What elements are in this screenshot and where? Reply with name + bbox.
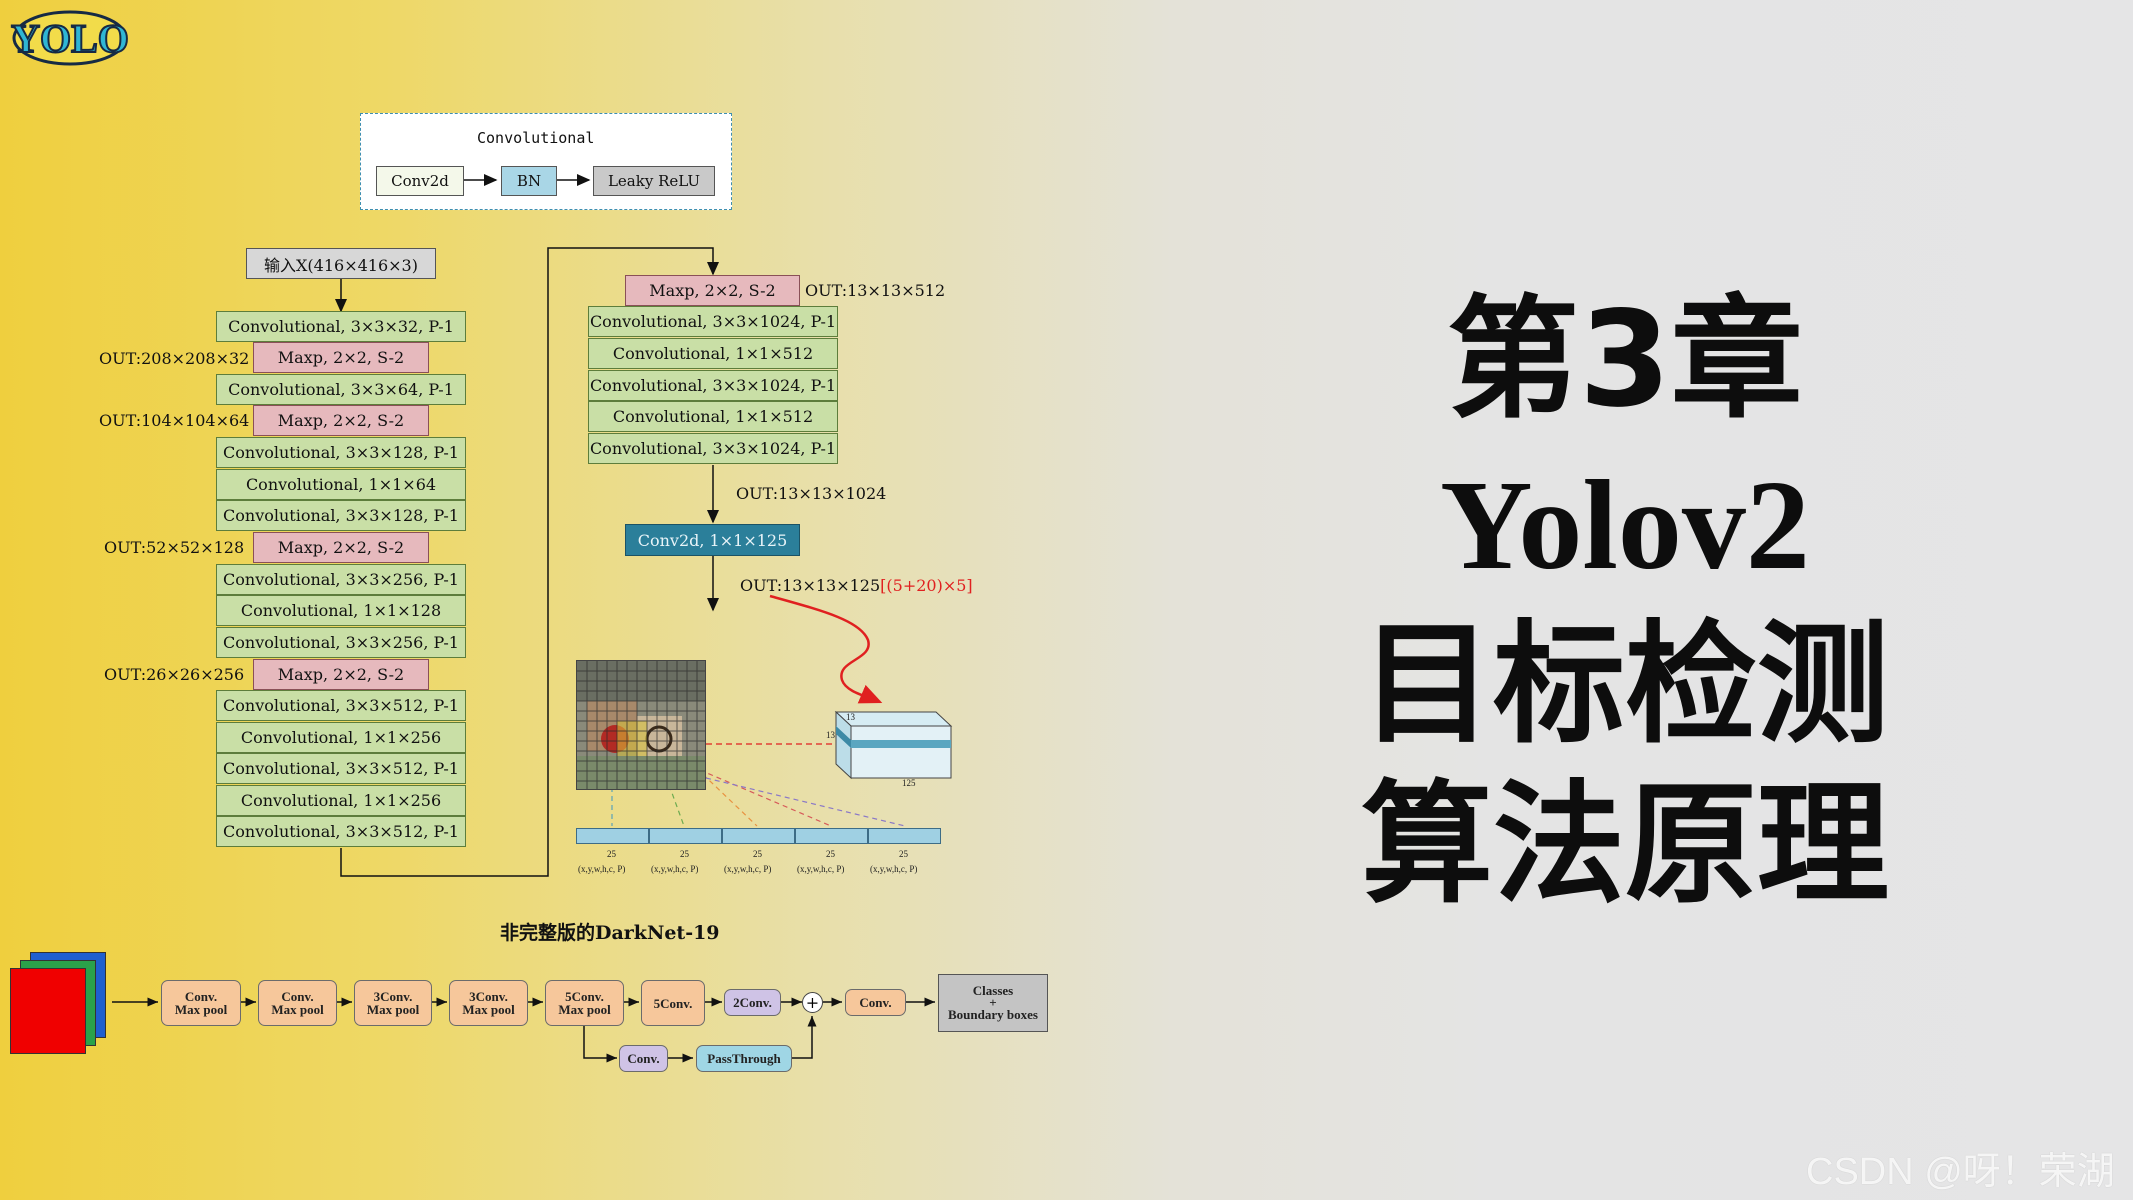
- left-layer-10: Convolutional, 1×1×128: [216, 595, 466, 626]
- title-chapter: 第3章: [1447, 283, 1803, 437]
- grid-image: [576, 660, 706, 790]
- cube-label-top: 13: [846, 712, 855, 722]
- final-out-label: OUT:13×13×125[(5+20)×5]: [740, 576, 973, 595]
- output-vector-3: [722, 828, 795, 844]
- vector-num-1: 25: [607, 849, 616, 859]
- stage-8: Conv.: [845, 989, 906, 1016]
- left-layer-7: Convolutional, 3×3×128, P-1: [216, 500, 466, 531]
- branch-passthrough: PassThrough: [696, 1045, 792, 1072]
- right-layer-4: Convolutional, 3×3×1024, P-1: [588, 370, 838, 401]
- title-line-3: 目标检测: [1361, 608, 1889, 762]
- left-layer-13: Convolutional, 3×3×512, P-1: [216, 690, 466, 721]
- stage-1-label: Conv. Max pool: [174, 989, 228, 1017]
- out-label-1: OUT:208×208×32: [99, 349, 250, 368]
- out-label-3: OUT:52×52×128: [104, 538, 245, 557]
- stage-5: 5Conv. Max pool: [545, 980, 624, 1026]
- yolo-logo: YOLO: [10, 6, 130, 68]
- stage-6-label: 5Conv.: [653, 995, 693, 1011]
- left-layer-2: Maxp, 2×2, S-2: [253, 342, 429, 373]
- stage-7: 2Conv.: [724, 989, 781, 1016]
- output-node-label: Classes + Boundary boxes: [948, 983, 1038, 1022]
- stage-2: Conv. Max pool: [258, 980, 337, 1026]
- left-layer-15: Convolutional, 3×3×512, P-1: [216, 753, 466, 784]
- grid-image-graphic: [577, 661, 705, 789]
- cube-label-left: 13: [826, 730, 835, 740]
- stage-8-label: Conv.: [859, 995, 892, 1010]
- left-layer-6: Convolutional, 1×1×64: [216, 469, 466, 500]
- left-layer-3: Convolutional, 3×3×64, P-1: [216, 374, 466, 405]
- left-layer-17: Convolutional, 3×3×512, P-1: [216, 816, 466, 847]
- stage-5-label: 5Conv. Max pool: [558, 989, 611, 1017]
- out-label-2: OUT:104×104×64: [99, 411, 250, 430]
- title-model: Yolov2: [1440, 454, 1810, 596]
- branch-passthrough-label: PassThrough: [707, 1051, 781, 1066]
- branch-conv: Conv.: [619, 1045, 668, 1072]
- input-image-stack: [10, 952, 106, 1054]
- left-layer-14: Convolutional, 1×1×256: [216, 722, 466, 753]
- left-layer-8: Maxp, 2×2, S-2: [253, 532, 429, 563]
- output-vector-5: [868, 828, 941, 844]
- stack-layer-red: [10, 968, 86, 1054]
- out-label-4: OUT:26×26×256: [104, 665, 245, 684]
- darknet-caption: 非完整版的DarkNet-19: [500, 922, 720, 944]
- left-layer-1: Convolutional, 3×3×32, P-1: [216, 311, 466, 342]
- vector-num-4: 25: [826, 849, 835, 859]
- stage-4-label: 3Conv. Max pool: [462, 989, 515, 1017]
- left-layer-11: Convolutional, 3×3×256, P-1: [216, 627, 466, 658]
- cube-label-bottom: 125: [902, 778, 916, 788]
- legend-conv2d: Conv2d: [376, 166, 464, 196]
- vector-caption-3: (x,y,w,h,c, P): [724, 864, 772, 874]
- stage-7-label: 2Conv.: [733, 995, 772, 1010]
- vector-caption-5: (x,y,w,h,c, P): [870, 864, 918, 874]
- stage-3-label: 3Conv. Max pool: [366, 989, 420, 1017]
- logo-text: YOLO: [11, 16, 129, 61]
- final-out-text: OUT:13×13×125: [740, 576, 881, 595]
- right-layer-2: Convolutional, 3×3×1024, P-1: [588, 306, 838, 337]
- branch-conv-label: Conv.: [627, 1051, 660, 1066]
- left-layer-9: Convolutional, 3×3×256, P-1: [216, 564, 466, 595]
- vector-num-5: 25: [899, 849, 908, 859]
- output-vector-4: [795, 828, 868, 844]
- right-layer-3: Convolutional, 1×1×512: [588, 338, 838, 369]
- right-layer-1: Maxp, 2×2, S-2: [625, 275, 800, 306]
- conv-legend: Convolutional Conv2d BN Leaky ReLU: [360, 113, 732, 210]
- right-layer-5: Convolutional, 1×1×512: [588, 401, 838, 432]
- right-out-top: OUT:13×13×512: [805, 281, 946, 300]
- input-box: 输入X(416×416×3): [246, 248, 436, 279]
- csdn-watermark: CSDN @呀！荣湖: [1806, 1151, 2115, 1193]
- left-layer-12: Maxp, 2×2, S-2: [253, 659, 429, 690]
- right-out-mid: OUT:13×13×1024: [736, 484, 887, 503]
- conv-legend-title: Convolutional: [477, 129, 595, 147]
- output-vector-2: [649, 828, 722, 844]
- stage-2-label: Conv. Max pool: [271, 989, 324, 1017]
- vector-num-2: 25: [680, 849, 689, 859]
- final-conv-box: Conv2d, 1×1×125: [625, 524, 800, 556]
- legend-bn: BN: [501, 166, 557, 196]
- title-line-4: 算法原理: [1361, 768, 1889, 922]
- left-layer-4: Maxp, 2×2, S-2: [253, 405, 429, 436]
- stage-1: Conv. Max pool: [161, 980, 241, 1026]
- stage-6: 5Conv.: [641, 980, 705, 1026]
- vector-num-3: 25: [753, 849, 762, 859]
- output-cube: 13 13 125: [826, 708, 956, 800]
- left-layer-5: Convolutional, 3×3×128, P-1: [216, 437, 466, 468]
- yolo-logo-graphic: YOLO: [10, 10, 130, 66]
- vector-caption-4: (x,y,w,h,c, P): [797, 864, 845, 874]
- left-layer-16: Convolutional, 1×1×256: [216, 785, 466, 816]
- right-layer-6: Convolutional, 3×3×1024, P-1: [588, 433, 838, 464]
- stage-4: 3Conv. Max pool: [449, 980, 528, 1026]
- output-vector-1: [576, 828, 649, 844]
- vector-caption-2: (x,y,w,h,c, P): [651, 864, 699, 874]
- vector-caption-1: (x,y,w,h,c, P): [578, 864, 626, 874]
- plus-node-label: +: [805, 992, 820, 1012]
- plus-node: +: [802, 992, 823, 1013]
- stage-3: 3Conv. Max pool: [354, 980, 432, 1026]
- output-cube-graphic: [834, 710, 953, 780]
- final-out-formula: [(5+20)×5]: [880, 576, 973, 595]
- output-node: Classes + Boundary boxes: [938, 974, 1048, 1032]
- legend-leaky-relu: Leaky ReLU: [593, 166, 715, 196]
